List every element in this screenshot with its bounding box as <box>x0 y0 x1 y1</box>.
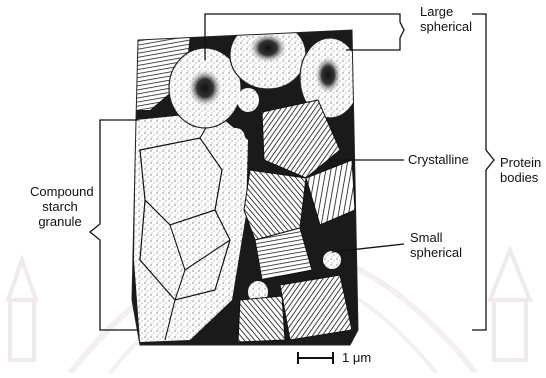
label-protein-bodies-line1: Protein <box>500 155 541 170</box>
starch-bracket <box>90 120 138 330</box>
label-compound-starch-granule: Compound starch granule <box>30 184 90 229</box>
label-protein-bodies-line2: bodies <box>500 170 541 185</box>
label-protein-bodies: Protein bodies <box>500 155 541 185</box>
scale-bar-label: 1 μm <box>342 350 371 365</box>
label-large-spherical: Large spherical <box>420 4 472 34</box>
label-crystalline: Crystalline <box>408 152 469 167</box>
protein-bodies-bracket <box>472 14 494 330</box>
label-large-spherical-line1: Large <box>420 4 472 19</box>
label-small-spherical-line1: Small <box>410 230 462 245</box>
label-small-spherical: Small spherical <box>410 230 462 260</box>
label-compound-line3: granule <box>30 214 90 229</box>
label-compound-line2: starch <box>30 199 90 214</box>
cell-micrograph <box>120 20 370 360</box>
scale-bar <box>298 352 333 364</box>
label-large-spherical-line2: spherical <box>420 19 472 34</box>
label-small-spherical-line2: spherical <box>410 245 462 260</box>
label-compound-line1: Compound <box>30 184 90 199</box>
